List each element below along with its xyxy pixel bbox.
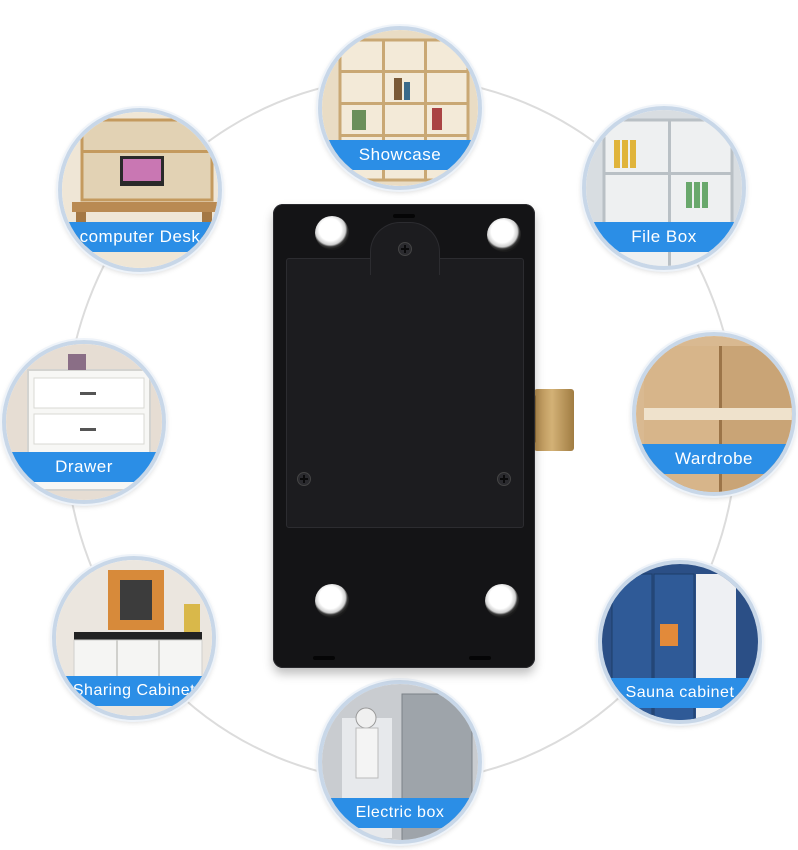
lock-cover-panel (286, 258, 524, 528)
sauna-cabinet-label: Sauna cabinet (602, 678, 758, 708)
electric-box-label: Electric box (322, 798, 478, 828)
screw-icon (497, 472, 511, 486)
screw-icon (297, 472, 311, 486)
cabinet-lock-icon (273, 204, 535, 668)
showcase-circle: Showcase (318, 26, 482, 190)
top-slot (393, 214, 415, 218)
file-box-label: File Box (586, 222, 742, 252)
mount-hole (315, 216, 349, 250)
lock-bolt (522, 389, 574, 451)
mount-hole (485, 584, 519, 618)
mount-hole (487, 218, 521, 252)
wardrobe-circle: Wardrobe (632, 332, 796, 496)
bottom-slot (313, 656, 335, 660)
mount-hole (315, 584, 349, 618)
sauna-cabinet-circle: Sauna cabinet (598, 560, 762, 724)
screw-icon (398, 242, 412, 256)
bottom-slot (469, 656, 491, 660)
sharing-cabinet-label: Sharing Cabinet (56, 676, 212, 706)
wardrobe-label: Wardrobe (636, 444, 792, 474)
drawer-label: Drawer (6, 452, 162, 482)
electric-box-circle: Electric box (318, 680, 482, 844)
computer-desk-circle: computer Desk (58, 108, 222, 272)
file-box-circle: File Box (582, 106, 746, 270)
sharing-cabinet-circle: Sharing Cabinet (52, 556, 216, 720)
showcase-label: Showcase (322, 140, 478, 170)
computer-desk-label: computer Desk (62, 222, 218, 252)
drawer-circle: Drawer (2, 340, 166, 504)
